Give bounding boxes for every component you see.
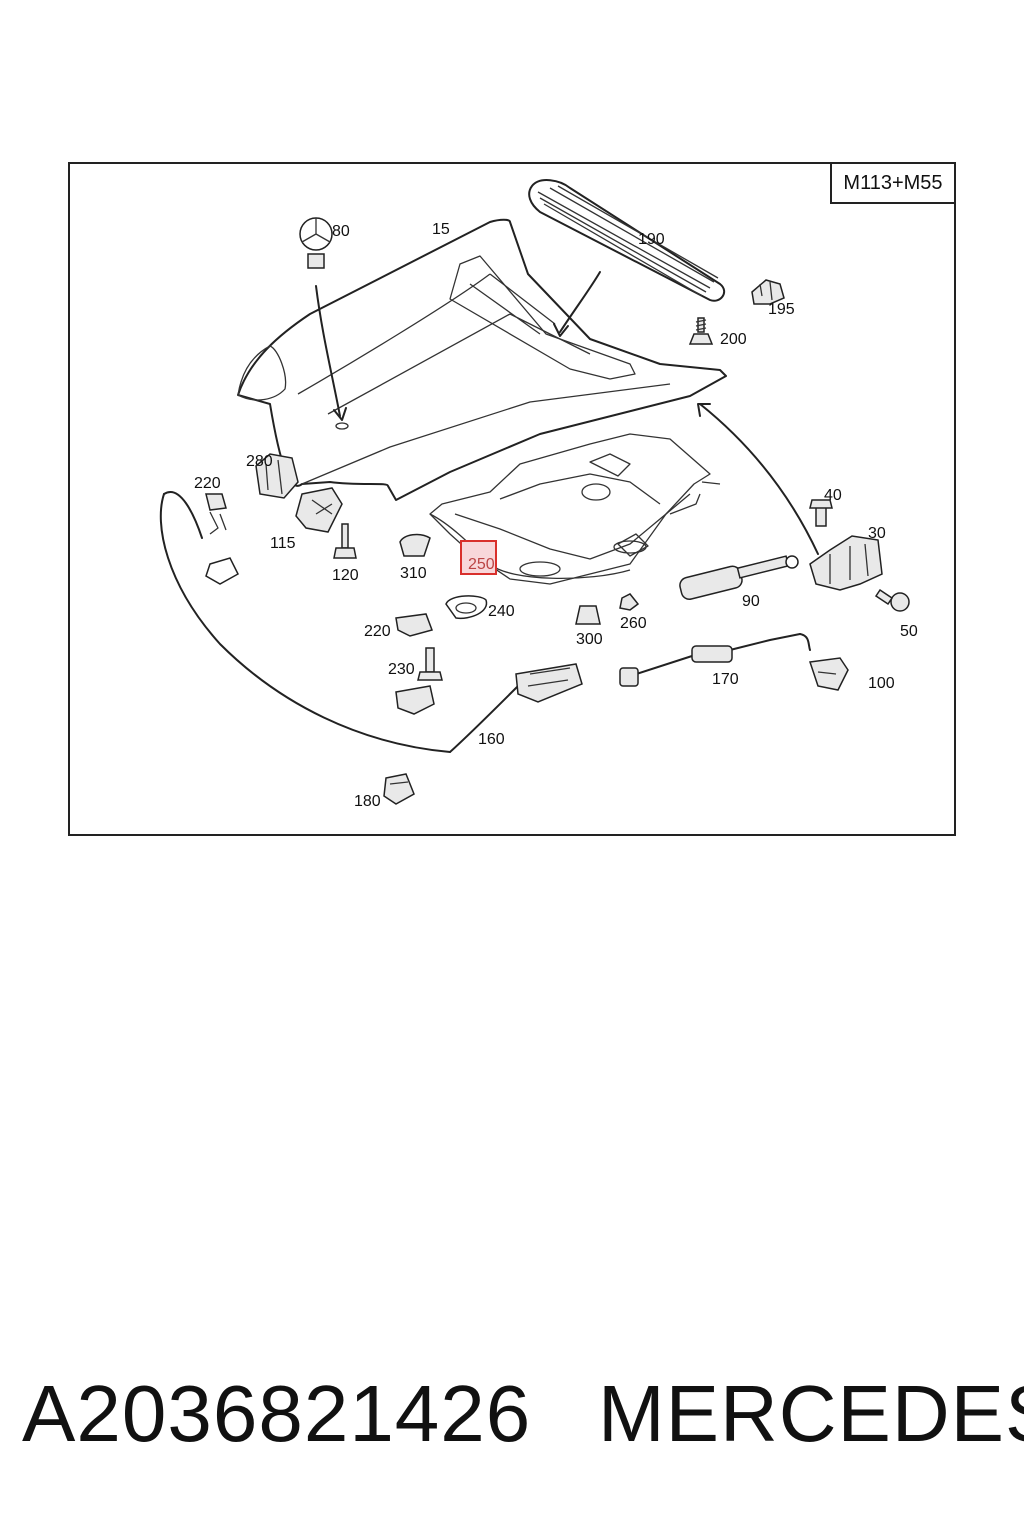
callout-90: 90	[742, 593, 760, 610]
clip-195	[751, 279, 785, 305]
callout-30: 30	[868, 525, 886, 542]
callout-240: 240	[488, 603, 515, 620]
callout-190: 190	[638, 231, 665, 248]
callout-280: 280	[246, 453, 273, 470]
lock-assembly-lower	[395, 595, 488, 715]
clips	[575, 593, 640, 625]
callout-50: 50	[900, 623, 918, 640]
callout-300: 300	[576, 631, 603, 648]
callout-100: 100	[868, 675, 895, 692]
exploded-parts-drawing: 80 15 190 195 200 280 220 115 120 310 25…	[159, 179, 918, 810]
callout-230: 230	[388, 661, 415, 678]
callout-195: 195	[768, 301, 795, 318]
highlight-box-250	[460, 540, 497, 575]
callout-180: 180	[354, 793, 381, 810]
brand-name: MERCEDES	[598, 1369, 1024, 1458]
callout-220: 220	[194, 475, 221, 492]
callout-260: 260	[620, 615, 647, 632]
part-number: A2036821426	[22, 1369, 532, 1458]
star-emblem	[299, 217, 349, 430]
clip-180	[383, 773, 415, 805]
callout-200: 200	[720, 331, 747, 348]
callout-160: 160	[478, 731, 505, 748]
callout-115: 115	[270, 535, 296, 552]
callout-labels: 80 15 190 195 200 280 220 115 120 310 25…	[194, 221, 918, 810]
footer: A2036821426 MERCEDES	[0, 1368, 1024, 1478]
release-rod	[619, 633, 849, 691]
screw-200	[688, 317, 714, 345]
lock-assembly-left	[205, 453, 431, 585]
variant-text: M113+M55	[843, 171, 943, 194]
cowl-grille	[528, 179, 726, 337]
gas-strut	[679, 555, 799, 600]
callout-220-lower: 220	[364, 623, 391, 640]
callout-80: 80	[332, 223, 350, 240]
variant-label: M113+M55	[830, 162, 956, 204]
callout-120: 120	[332, 567, 359, 584]
callout-15: 15	[432, 221, 450, 238]
parts-diagram: 80 15 190 195 200 280 220 115 120 310 25…	[68, 162, 956, 836]
callout-310: 310	[400, 565, 427, 582]
callout-250: 250	[468, 556, 495, 573]
callout-40: 40	[824, 487, 842, 504]
callout-170: 170	[712, 671, 739, 688]
release-cable	[159, 491, 583, 753]
hinge	[697, 403, 910, 612]
